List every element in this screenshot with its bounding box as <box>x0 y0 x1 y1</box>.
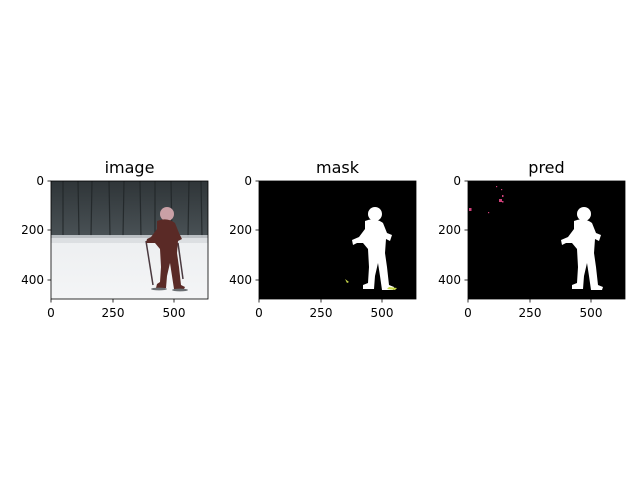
panel-mask: mask 0 200 400 0 250 500 <box>229 158 417 320</box>
snow-horizon <box>51 235 208 243</box>
y-tick-label: 0 <box>453 174 461 188</box>
y-axis <box>255 180 259 281</box>
tree-trunks <box>62 180 203 238</box>
mask-background <box>259 181 416 299</box>
y-tick-label: 400 <box>21 273 44 287</box>
x-tick-label: 0 <box>464 306 472 320</box>
x-tick-label: 500 <box>580 306 603 320</box>
pred-canvas <box>468 181 625 299</box>
image-canvas <box>51 180 208 299</box>
x-axis <box>467 299 592 303</box>
y-axis <box>464 180 468 281</box>
ski-pole-right <box>177 242 184 280</box>
x-tick-label: 500 <box>163 306 186 320</box>
x-axis <box>50 299 175 303</box>
y-tick-label: 200 <box>438 223 461 237</box>
y-tick-label: 0 <box>244 174 252 188</box>
x-tick-label: 250 <box>102 306 125 320</box>
mask-canvas <box>259 181 416 299</box>
x-tick-label: 0 <box>255 306 263 320</box>
y-tick-label: 200 <box>21 223 44 237</box>
pred-noise <box>469 186 504 214</box>
panel-title: image <box>105 158 155 177</box>
mask-frame <box>258 180 417 300</box>
panel-image: image <box>21 158 209 320</box>
panel-title: pred <box>528 158 564 177</box>
mask-ski-tip <box>387 287 397 290</box>
image-frame <box>50 180 209 300</box>
x-tick-label: 500 <box>371 306 394 320</box>
y-tick-label: 400 <box>438 273 461 287</box>
skier-head <box>160 207 174 221</box>
y-tick-label: 200 <box>229 223 252 237</box>
x-axis <box>258 299 383 303</box>
y-tick-label: 400 <box>229 273 252 287</box>
x-tick-label: 0 <box>47 306 55 320</box>
skier <box>145 207 188 292</box>
ski-pole-left <box>145 240 154 286</box>
pred-background <box>468 181 625 299</box>
skier-body <box>146 219 185 289</box>
x-tick-label: 250 <box>310 306 333 320</box>
panel-title: mask <box>316 158 360 177</box>
x-tick-label: 250 <box>519 306 542 320</box>
forest-band <box>51 181 208 238</box>
pred-frame <box>467 180 626 300</box>
y-axis <box>47 180 51 281</box>
ski-left <box>151 287 167 291</box>
y-tick-label: 0 <box>36 174 44 188</box>
mask-ski-tip <box>345 279 349 283</box>
ski-right <box>172 288 188 292</box>
panel-pred: pred 0 200 400 0 250 500 <box>438 158 626 320</box>
